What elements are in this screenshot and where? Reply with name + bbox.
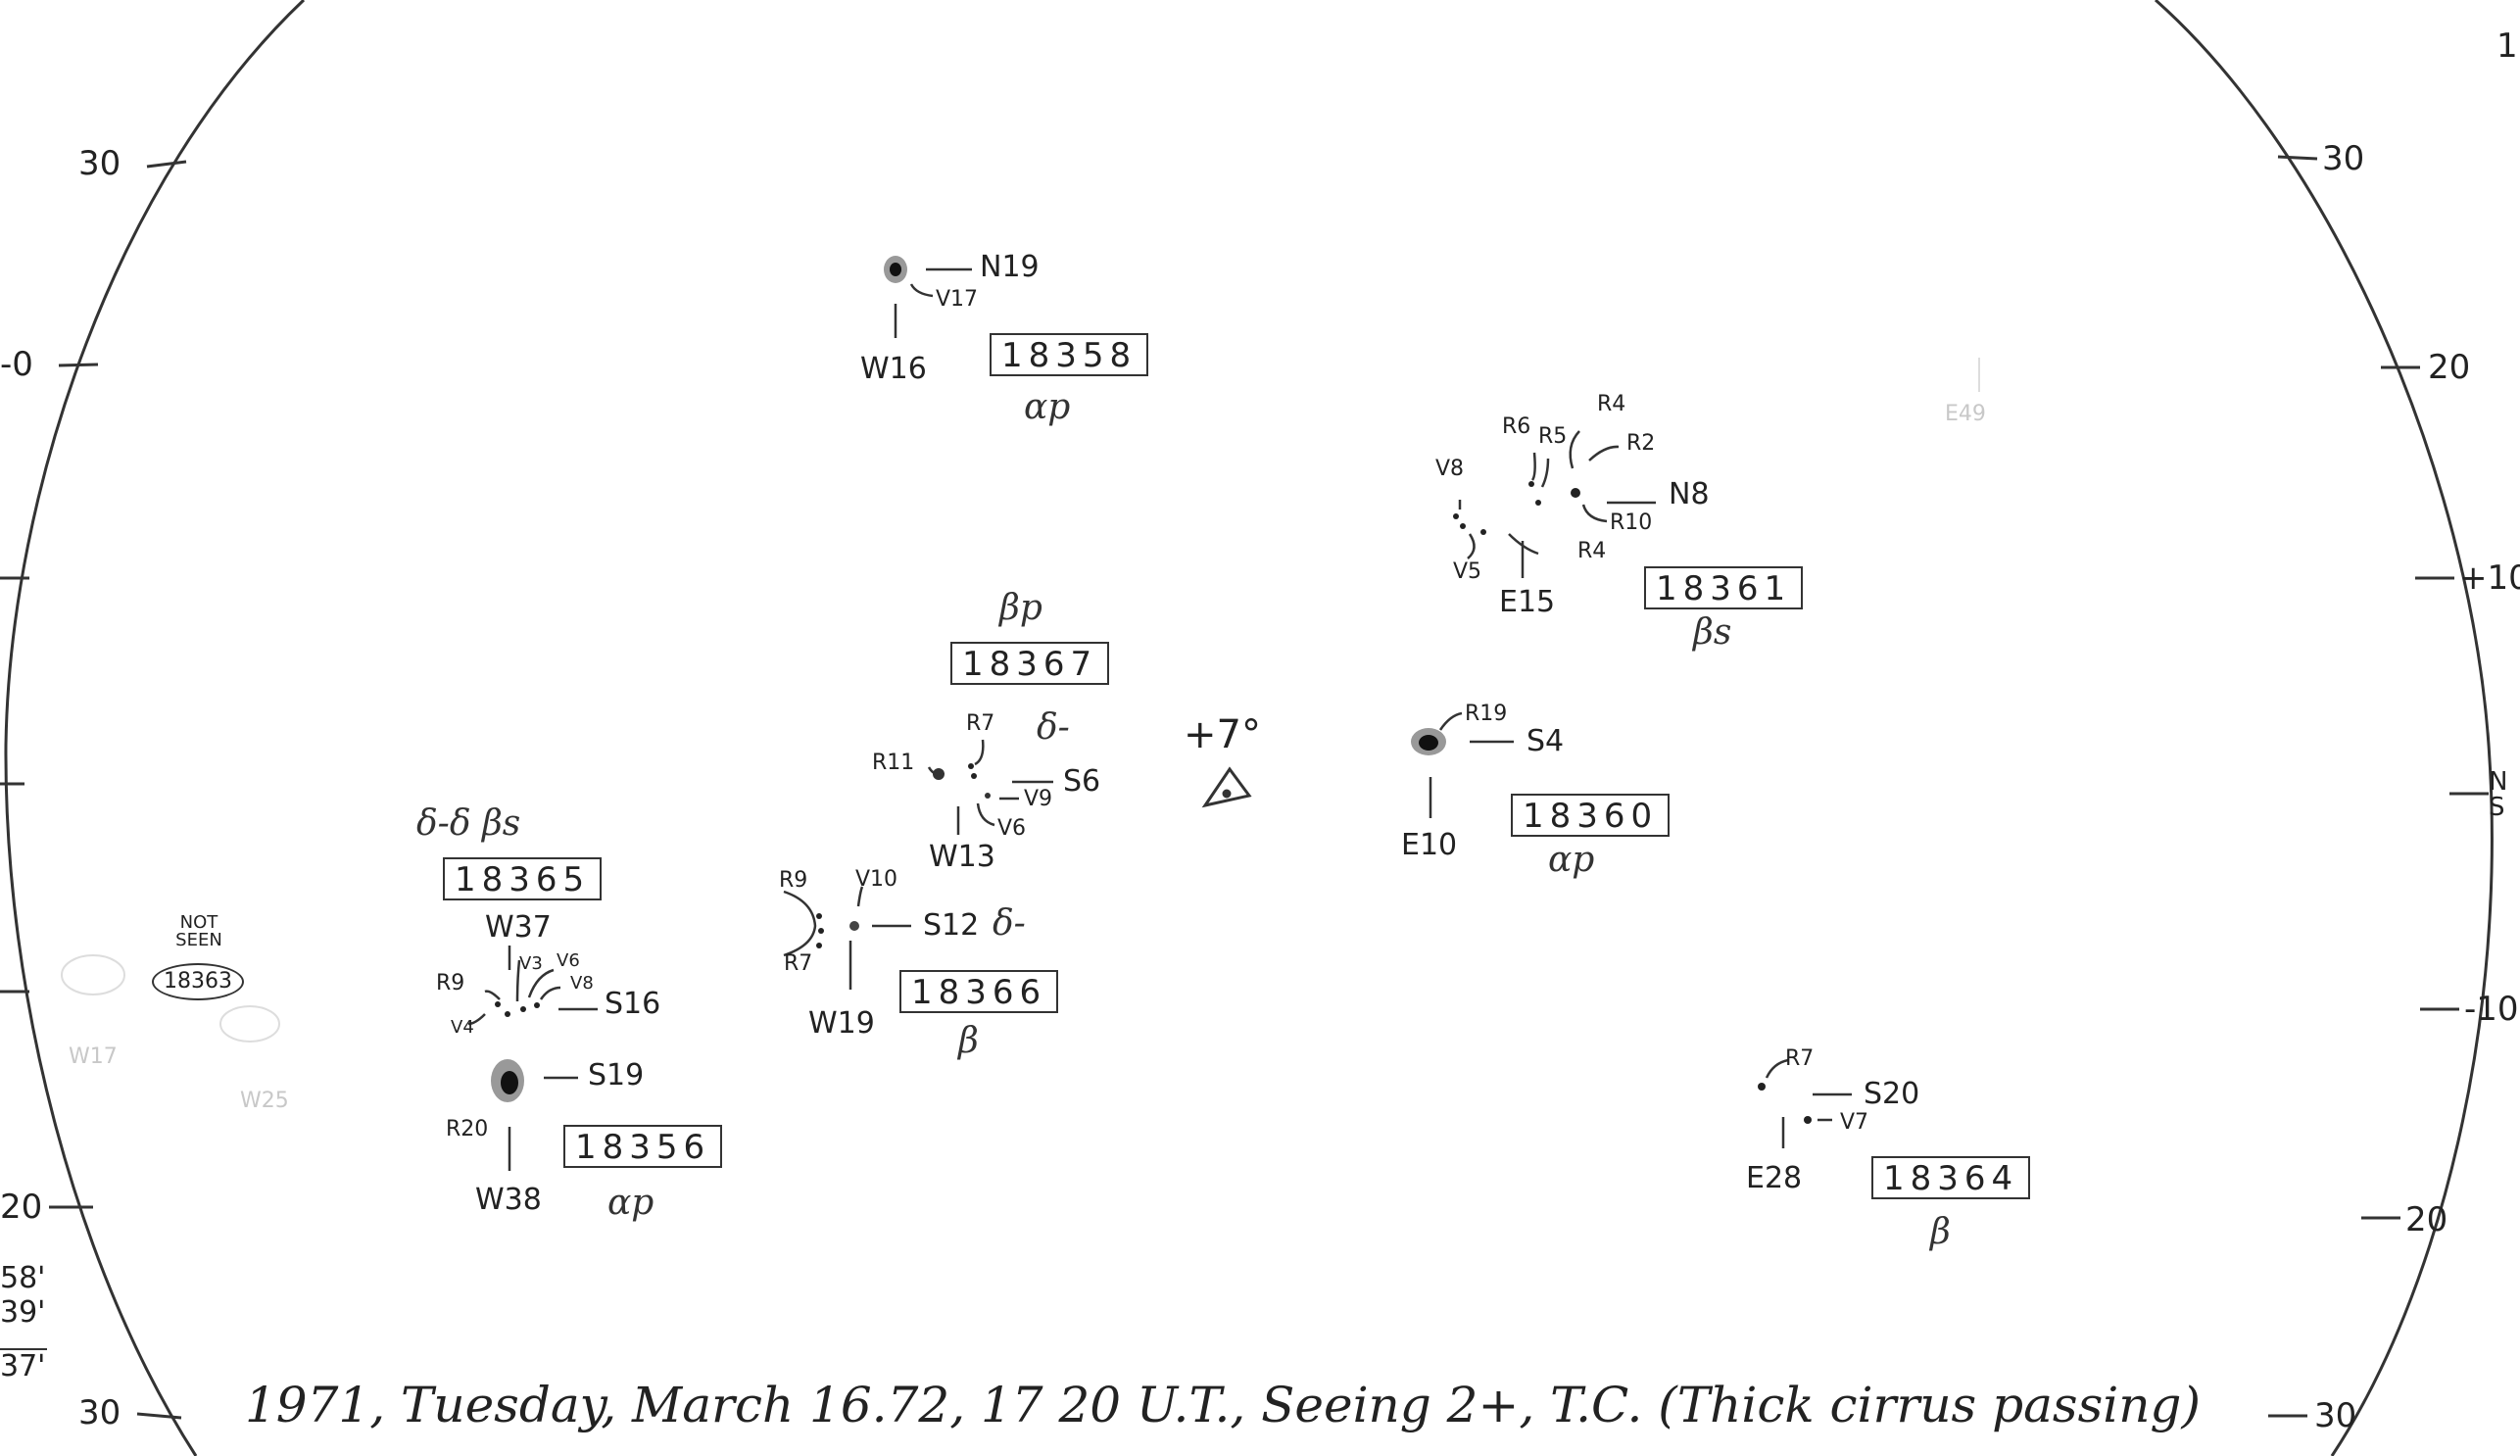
- ghost-label-w25: W25: [240, 1089, 289, 1113]
- region-18356-number: 18356: [563, 1125, 723, 1168]
- region-18365-note-v8: V8: [570, 973, 594, 994]
- region-18364-lon: E28: [1746, 1161, 1803, 1195]
- left-margin-note-2: 39': [0, 1295, 46, 1330]
- central-meridian-marker: [1201, 766, 1252, 808]
- region-18365-class: δ-δ βs: [416, 803, 521, 844]
- region-18365-number: 18365: [443, 857, 603, 900]
- right-corner-mark: 1: [2496, 26, 2518, 66]
- ghost-label-w17: W17: [69, 1044, 118, 1069]
- region-18367-note-v6: V6: [997, 816, 1027, 841]
- region-18366-lon: W19: [808, 1006, 875, 1041]
- region-18356-class: αp: [607, 1183, 654, 1223]
- left-scale-label-20: -0: [0, 345, 33, 384]
- region-18361-note-r4a: R4: [1597, 392, 1626, 416]
- region-18365-note-v6: V6: [557, 950, 580, 971]
- region-18361-class: βs: [1693, 612, 1732, 653]
- region-18361-note-r5: R5: [1538, 424, 1568, 449]
- region-18367-class: βp: [999, 588, 1042, 628]
- region-18367-lon: W13: [929, 840, 995, 874]
- right-scale-label-minus10: -10: [2464, 990, 2519, 1029]
- sunspots: [491, 256, 1812, 1124]
- ghost-label-e49: E49: [1945, 402, 1986, 426]
- observation-caption: 1971, Tuesday, March 16.72, 17 20 U.T., …: [245, 1377, 2201, 1433]
- region-18364-class: β: [1930, 1212, 1951, 1252]
- solar-limb-left: [4, 0, 306, 1456]
- region-18367-note-r11: R11: [872, 751, 915, 775]
- region-18364-lat: S20: [1864, 1077, 1920, 1111]
- region-18361-note-r2: R2: [1626, 431, 1656, 456]
- faint-ghost-marks: [61, 358, 1980, 1043]
- region-18361-note-r10: R10: [1610, 510, 1653, 535]
- region-18366-number: 18366: [899, 970, 1059, 1013]
- left-scale-label-20-bottom: 20: [0, 1188, 43, 1227]
- region-18364-number: 18364: [1871, 1156, 2031, 1199]
- region-18358-lon: W16: [860, 352, 927, 386]
- region-18361-note-r4b: R4: [1577, 539, 1607, 563]
- region-18356-sub: R20: [446, 1117, 489, 1141]
- region-18367-note-delta: δ-: [1037, 707, 1070, 748]
- region-18361-note-v5: V5: [1453, 559, 1482, 584]
- region-18366-class: β: [958, 1021, 979, 1061]
- left-scale-label-30: 30: [78, 144, 121, 183]
- region-18366-note-v10: V10: [855, 867, 898, 892]
- region-18366-note-r9: R9: [779, 868, 808, 893]
- region-18358-sub: V17: [936, 287, 979, 312]
- region-18365-note-v4: V4: [451, 1017, 474, 1038]
- region-18364-note-v7: V7: [1840, 1110, 1869, 1135]
- region-18360-number: 18360: [1511, 794, 1671, 837]
- region-18361-note-v8: V8: [1435, 457, 1465, 481]
- region-18367-note-v9: V9: [1024, 787, 1053, 811]
- region-18360-sub: R19: [1465, 702, 1508, 726]
- region-18361-lon: E15: [1499, 585, 1556, 619]
- region-18363-status: NOT SEEN: [175, 912, 222, 950]
- right-scale-label-30-bottom: 30: [2314, 1396, 2357, 1435]
- region-18366-lat: S12: [923, 908, 980, 943]
- region-18365-note-v3: V3: [519, 953, 543, 974]
- left-scale-label-30-bottom: 30: [78, 1393, 121, 1432]
- region-18366-note-delta: δ-: [993, 903, 1026, 944]
- region-18361-lat: N8: [1669, 477, 1710, 511]
- region-18367-lat: S6: [1063, 764, 1101, 799]
- region-18356-lat: S19: [588, 1058, 645, 1092]
- right-scale-label-20-bottom: 20: [2405, 1200, 2448, 1239]
- leader-lines: [467, 267, 1852, 1171]
- region-18356-lon: W38: [475, 1183, 542, 1217]
- region-18365-note-r9: R9: [436, 971, 465, 995]
- region-18360-lat: S4: [1527, 724, 1565, 758]
- central-angle: +7°: [1184, 712, 1261, 757]
- right-scale-label-30: 30: [2322, 139, 2365, 178]
- region-18358-lat: N19: [980, 250, 1040, 284]
- region-18365-lat: S16: [605, 987, 661, 1021]
- region-18365-lon: W37: [485, 910, 552, 945]
- right-scale-label-ns: N S: [2489, 767, 2508, 822]
- left-margin-note-1: 58': [0, 1261, 46, 1295]
- right-scale-label-10: +10: [2459, 558, 2520, 598]
- region-18360-class: αp: [1548, 840, 1595, 880]
- left-scale-ticks: [0, 160, 187, 1420]
- region-18361-number: 18361: [1644, 566, 1804, 609]
- solar-limb-right: [2155, 0, 2494, 1456]
- region-18361-note-r6: R6: [1502, 414, 1531, 439]
- region-18358-number: 18358: [990, 333, 1149, 376]
- region-18363-number: 18363: [152, 963, 244, 1000]
- region-18367-number: 18367: [950, 642, 1110, 685]
- region-18364-note-r7: R7: [1785, 1046, 1815, 1071]
- right-scale-ticks: [2268, 155, 2489, 1418]
- left-margin-note-3: 37': [0, 1349, 46, 1383]
- region-18360-lon: E10: [1401, 828, 1458, 862]
- region-18367-note-r7: R7: [966, 711, 995, 736]
- right-scale-label-20: 20: [2428, 348, 2471, 387]
- region-18366-note-r7: R7: [784, 951, 813, 976]
- region-18358-class: αp: [1024, 387, 1071, 427]
